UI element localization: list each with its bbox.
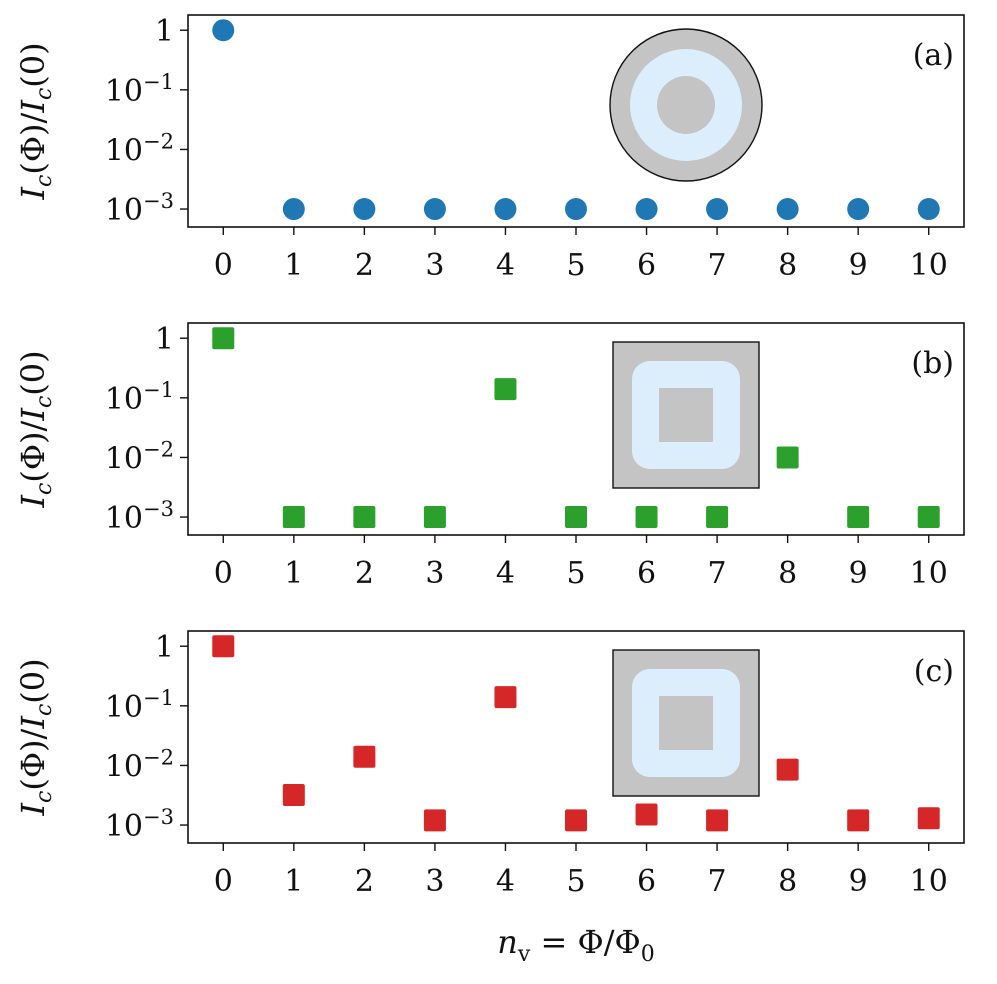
data-point xyxy=(494,378,517,401)
data-point xyxy=(565,809,587,832)
data-point xyxy=(423,198,446,221)
data-point xyxy=(635,803,658,826)
x-tick-label: 10 xyxy=(910,248,948,283)
y-tick-label: 1 xyxy=(155,322,174,357)
data-point xyxy=(706,198,729,221)
data-point xyxy=(565,506,587,529)
y-tick-label: 1 xyxy=(155,630,174,665)
data-point xyxy=(635,198,658,221)
x-tick-label: 10 xyxy=(910,864,948,899)
data-point xyxy=(212,635,235,658)
x-tick-label: 5 xyxy=(566,556,585,591)
data-point xyxy=(917,198,940,221)
x-tick-label: 2 xyxy=(355,248,374,283)
x-tick-label: 1 xyxy=(284,864,303,899)
x-tick-label: 3 xyxy=(425,248,444,283)
x-tick-label: 1 xyxy=(284,556,303,591)
x-tick-label: 4 xyxy=(496,248,515,283)
x-tick-label: 6 xyxy=(637,864,656,899)
data-point xyxy=(494,198,517,221)
data-point xyxy=(776,198,799,221)
y-axis-label: Ic(Φ)/Ic(0) xyxy=(14,658,57,816)
x-tick-label: 10 xyxy=(910,556,948,591)
data-point xyxy=(282,506,305,529)
x-tick-label: 5 xyxy=(566,864,585,899)
data-point xyxy=(212,327,235,350)
data-point xyxy=(212,19,235,42)
y-tick-label: 10−3 xyxy=(105,805,174,844)
y-axis-label: Ic(Φ)/Ic(0) xyxy=(14,42,57,200)
x-tick-label: 0 xyxy=(214,248,233,283)
x-tick-label: 2 xyxy=(355,864,374,899)
x-tick-label: 7 xyxy=(708,864,727,899)
data-point xyxy=(635,506,658,529)
x-tick-label: 5 xyxy=(566,248,585,283)
panel-1: 0 1 2 3 4 5 6 7 8 9 10 1 10−1 10−2 10−3 Ic(Φ)/Ic(0) (b) xyxy=(14,322,965,591)
data-point xyxy=(776,446,799,469)
x-tick-label: 9 xyxy=(849,556,868,591)
data-point xyxy=(353,745,376,768)
panel-label: (c) xyxy=(914,654,954,689)
data-point xyxy=(494,686,517,709)
panel-label: (b) xyxy=(911,346,954,381)
x-tick-label: 0 xyxy=(214,864,233,899)
y-tick-label: 10−1 xyxy=(105,70,174,109)
y-tick-label: 1 xyxy=(155,14,174,49)
x-tick-label: 8 xyxy=(778,248,797,283)
data-point xyxy=(353,506,376,529)
panel-2: 0 1 2 3 4 5 6 7 8 9 10 1 10−1 10−2 10−3 Ic(Φ)/Ic(0) (c) n… xyxy=(14,630,965,967)
y-tick-label: 10−2 xyxy=(105,745,174,784)
x-tick-label: 4 xyxy=(496,556,515,591)
data-point xyxy=(847,198,870,221)
data-point xyxy=(423,809,446,832)
x-tick-label: 1 xyxy=(284,248,303,283)
data-point xyxy=(706,809,729,832)
data-point xyxy=(353,198,376,221)
x-tick-label: 8 xyxy=(778,556,797,591)
x-tick-label: 6 xyxy=(637,248,656,283)
data-point xyxy=(847,506,870,529)
plot-frame xyxy=(187,322,965,536)
x-tick-label: 7 xyxy=(708,556,727,591)
x-tick-label: 7 xyxy=(708,248,727,283)
data-point xyxy=(706,506,729,529)
y-tick-label: 10−3 xyxy=(105,189,174,228)
x-axis-label: nv = Φ/Φ0 xyxy=(497,923,654,967)
y-tick-label: 10−1 xyxy=(105,378,174,417)
panel-label: (a) xyxy=(913,38,954,73)
data-point xyxy=(917,506,940,529)
x-tick-label: 3 xyxy=(425,864,444,899)
y-tick-label: 10−2 xyxy=(105,129,174,168)
data-point xyxy=(917,807,940,830)
data-point xyxy=(282,783,305,806)
plot-frame xyxy=(187,14,965,228)
x-tick-label: 3 xyxy=(425,556,444,591)
panel-0: 0 1 2 3 4 5 6 7 8 9 10 1 10−1 10−2 10−3 Ic(Φ)/Ic(0) (a) xyxy=(14,14,965,283)
x-tick-label: 8 xyxy=(778,864,797,899)
x-tick-label: 4 xyxy=(496,864,515,899)
data-point xyxy=(565,198,587,221)
inset-square-icon xyxy=(612,649,760,797)
inset-square-icon xyxy=(612,341,760,489)
data-point xyxy=(423,506,446,529)
y-axis-label: Ic(Φ)/Ic(0) xyxy=(14,350,57,508)
y-tick-label: 10−2 xyxy=(105,437,174,476)
data-point xyxy=(282,198,305,221)
y-tick-label: 10−3 xyxy=(105,497,174,536)
x-tick-label: 9 xyxy=(849,248,868,283)
data-point xyxy=(776,758,799,781)
x-tick-label: 6 xyxy=(637,556,656,591)
inset-circle-icon xyxy=(609,28,763,182)
x-tick-label: 2 xyxy=(355,556,374,591)
y-tick-label: 10−1 xyxy=(105,686,174,725)
x-tick-label: 0 xyxy=(214,556,233,591)
data-point xyxy=(847,809,870,832)
x-tick-label: 9 xyxy=(849,864,868,899)
